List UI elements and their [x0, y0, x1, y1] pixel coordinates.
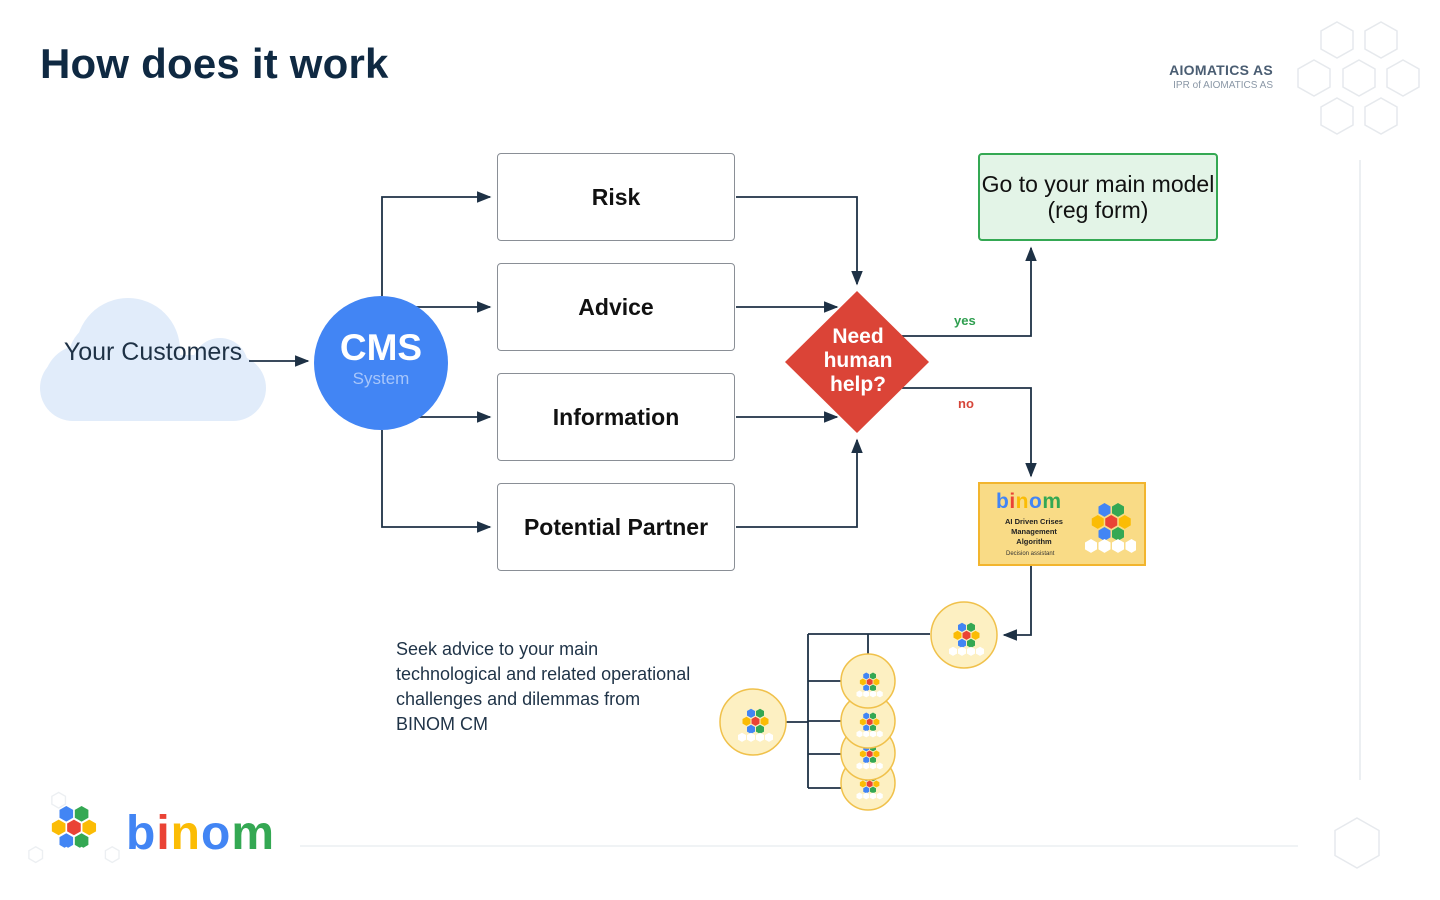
branch-yes-label: yes — [954, 313, 976, 328]
page-title: How does it work — [40, 40, 389, 87]
expert-circles — [719, 601, 998, 811]
binom-card-note: Decision assistant — [1006, 551, 1055, 557]
binom-logo-icon — [28, 791, 120, 864]
hexagon-cluster-icon — [719, 688, 787, 756]
decorative-hexagon-icon — [1334, 817, 1380, 869]
branch-no-label: no — [958, 396, 974, 411]
cms-hub: CMS System — [314, 296, 448, 430]
binom-card-description: AI Driven Crises Management Algorithm — [1005, 517, 1063, 546]
main-model-box: Go to your main model (reg form) — [978, 153, 1218, 241]
binom-logo-text: binom — [126, 807, 276, 860]
category-potential-partner: Potential Partner — [497, 483, 735, 571]
category-risk: Risk — [497, 153, 735, 241]
decision-label: Need human help? — [823, 325, 893, 396]
cloud-shape — [40, 298, 266, 421]
category-advice: Advice — [497, 263, 735, 351]
decision-diamond — [785, 291, 929, 433]
cms-title: CMS — [339, 327, 423, 368]
caption-text: Seek advice to your main technological a… — [396, 639, 691, 734]
company-subtitle: IPR of AIOMATICS AS — [1173, 80, 1273, 91]
cms-subtitle: System — [352, 369, 410, 388]
hexagon-cluster-icon — [930, 601, 998, 669]
hexagon-cluster-icon — [1085, 503, 1136, 553]
decorative-hexagon-icon — [1297, 21, 1420, 135]
company-name: AIOMATICS AS — [1169, 62, 1273, 78]
customers-label: Your Customers — [63, 338, 243, 366]
binom-algorithm-card: binom AI Driven Crises Management Algori… — [978, 482, 1146, 566]
company-block: AIOMATICS AS IPR of AIOMATICS AS — [1169, 62, 1273, 91]
category-information: Information — [497, 373, 735, 461]
hexagon-cluster-icon — [840, 653, 896, 709]
binom-card-logo: binom — [996, 490, 1062, 513]
